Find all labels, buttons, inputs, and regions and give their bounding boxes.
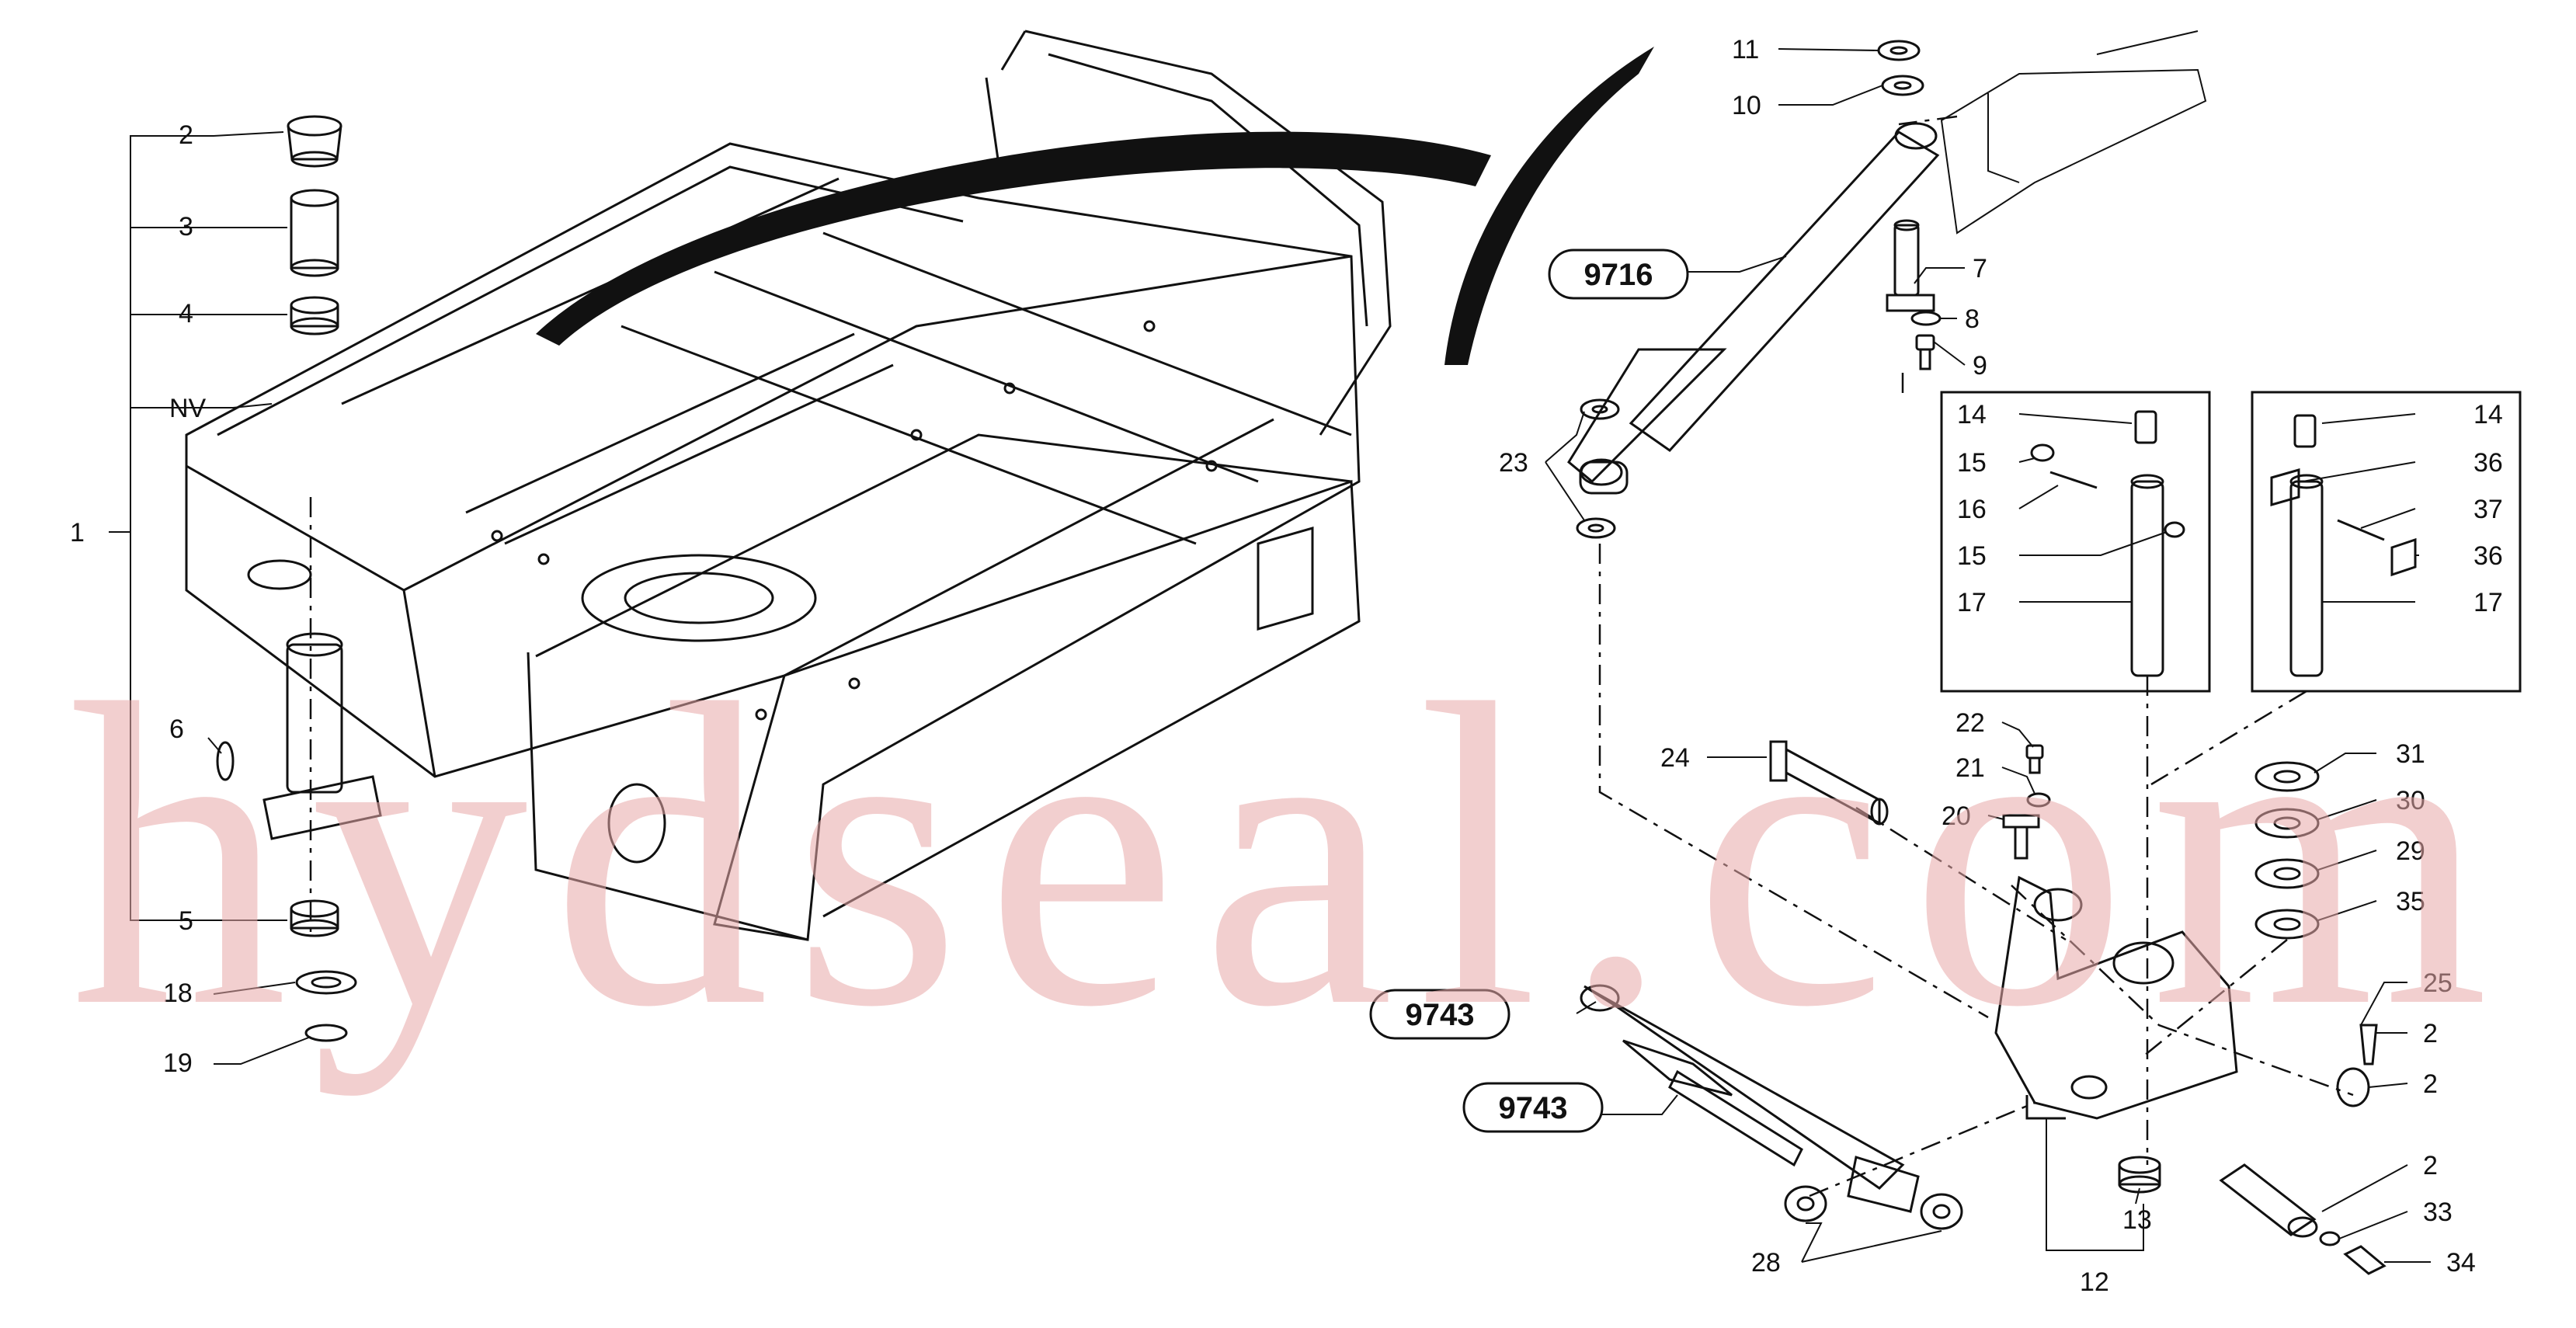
callout-12: 12 bbox=[2080, 1267, 2109, 1297]
callout-28: 28 bbox=[1751, 1248, 1781, 1278]
callout-15-upper: 15 bbox=[1957, 448, 1987, 478]
callout-4: 4 bbox=[179, 299, 193, 329]
callout-2-partial-c: 2 bbox=[2423, 1151, 2438, 1180]
swing-bracket bbox=[1994, 875, 2238, 1120]
pin-32 bbox=[2219, 1163, 2318, 1238]
washer-33 bbox=[2319, 1231, 2341, 1246]
boom-cylinder bbox=[1567, 122, 1940, 495]
callout-36-upper: 36 bbox=[2473, 448, 2503, 478]
bushing-13 bbox=[2118, 1156, 2161, 1194]
callout-20: 20 bbox=[1942, 801, 1971, 831]
pin-detail-box-left bbox=[1940, 391, 2211, 693]
callout-34: 34 bbox=[2446, 1248, 2476, 1278]
svg-text:9716: 9716 bbox=[1584, 258, 1653, 292]
bushing-5 bbox=[290, 899, 339, 937]
pin-24 bbox=[1769, 740, 1889, 826]
assembly-centerlines bbox=[1598, 115, 2354, 1198]
leader-lines-left bbox=[130, 131, 311, 1065]
callout-15-lower: 15 bbox=[1957, 541, 1987, 571]
callout-3: 3 bbox=[179, 212, 193, 242]
callout-box-9716: 9716 bbox=[1548, 249, 1689, 300]
callout-5: 5 bbox=[179, 906, 193, 936]
callout-8: 8 bbox=[1965, 304, 1980, 334]
callout-21: 21 bbox=[1955, 753, 1985, 783]
washers-23 bbox=[1576, 398, 1620, 539]
callout-25: 25 bbox=[2423, 968, 2453, 998]
washers-28 bbox=[1784, 1185, 1963, 1230]
svg-text:9743: 9743 bbox=[1406, 998, 1475, 1032]
callout-36-lower: 36 bbox=[2473, 541, 2503, 571]
callout-31: 31 bbox=[2396, 739, 2425, 769]
callout-2: 2 bbox=[179, 120, 193, 150]
shim-stack bbox=[2254, 761, 2320, 940]
frame-detail-inset bbox=[1940, 30, 2207, 235]
bolt-22 bbox=[2025, 744, 2044, 774]
callout-2-partial-b: 2 bbox=[2423, 1069, 2438, 1099]
washer-8 bbox=[1910, 311, 1942, 326]
callout-16: 16 bbox=[1957, 495, 1987, 524]
pin-detail-box-right bbox=[2251, 391, 2522, 693]
view-arrow bbox=[536, 47, 1654, 365]
callout-22: 22 bbox=[1955, 708, 1985, 738]
callout-13: 13 bbox=[2122, 1205, 2152, 1235]
plate-20 bbox=[2002, 814, 2040, 860]
callout-24: 24 bbox=[1660, 743, 1690, 773]
swing-cylinder-upper bbox=[1580, 984, 1920, 1213]
callout-box-9743-lower: 9743 bbox=[1462, 1082, 1604, 1133]
callout-19: 19 bbox=[163, 1048, 193, 1078]
undercarriage-frame bbox=[185, 30, 1392, 941]
callout-2-partial-a: 2 bbox=[2423, 1019, 2438, 1048]
callout-18: 18 bbox=[163, 979, 193, 1008]
svg-text:9743: 9743 bbox=[1499, 1091, 1568, 1125]
pin-7 bbox=[1886, 219, 1935, 312]
washer-10 bbox=[1881, 75, 1924, 96]
watermark: hydseal.com bbox=[70, 615, 2512, 1097]
washer-11 bbox=[1877, 40, 1921, 61]
leader-lines-right bbox=[1545, 48, 2431, 1263]
callout-14-right: 14 bbox=[2473, 400, 2503, 429]
callout-nv: NV bbox=[169, 394, 207, 423]
washer-21 bbox=[2026, 792, 2051, 808]
cap-6 bbox=[216, 741, 235, 781]
callout-10: 10 bbox=[1732, 91, 1761, 120]
callout-17-right: 17 bbox=[2473, 588, 2503, 617]
snap-ring-19 bbox=[304, 1024, 348, 1042]
callout-23: 23 bbox=[1499, 448, 1528, 478]
bolt-34 bbox=[2343, 1245, 2387, 1275]
bushing-4 bbox=[290, 296, 339, 335]
callout-30: 30 bbox=[2396, 786, 2425, 815]
callout-29: 29 bbox=[2396, 836, 2425, 866]
callout-33: 33 bbox=[2423, 1198, 2453, 1227]
bolt-9 bbox=[1915, 334, 1935, 370]
callout-1: 1 bbox=[70, 518, 85, 548]
swing-post-assembly bbox=[262, 497, 382, 932]
callout-17-left: 17 bbox=[1957, 588, 1987, 617]
callout-6: 6 bbox=[169, 714, 184, 744]
callout-7: 7 bbox=[1973, 254, 1987, 283]
bushing-3 bbox=[290, 189, 339, 277]
washer-18 bbox=[295, 970, 357, 995]
callout-box-9743-upper: 9743 bbox=[1369, 989, 1510, 1040]
svg-text:hydseal.com: hydseal.com bbox=[70, 615, 2512, 1097]
swing-cylinder-lower bbox=[1622, 1039, 1803, 1167]
callout-labels: 2 3 4 NV 1 6 5 18 19 11 10 7 8 9 23 14 1… bbox=[70, 35, 2503, 1297]
callout-35: 35 bbox=[2396, 887, 2425, 916]
callout-9: 9 bbox=[1973, 351, 1987, 381]
bushing-2 bbox=[287, 115, 342, 168]
callout-37: 37 bbox=[2473, 495, 2503, 524]
callout-11: 11 bbox=[1732, 35, 1759, 64]
callout-14-left: 14 bbox=[1957, 400, 1987, 429]
